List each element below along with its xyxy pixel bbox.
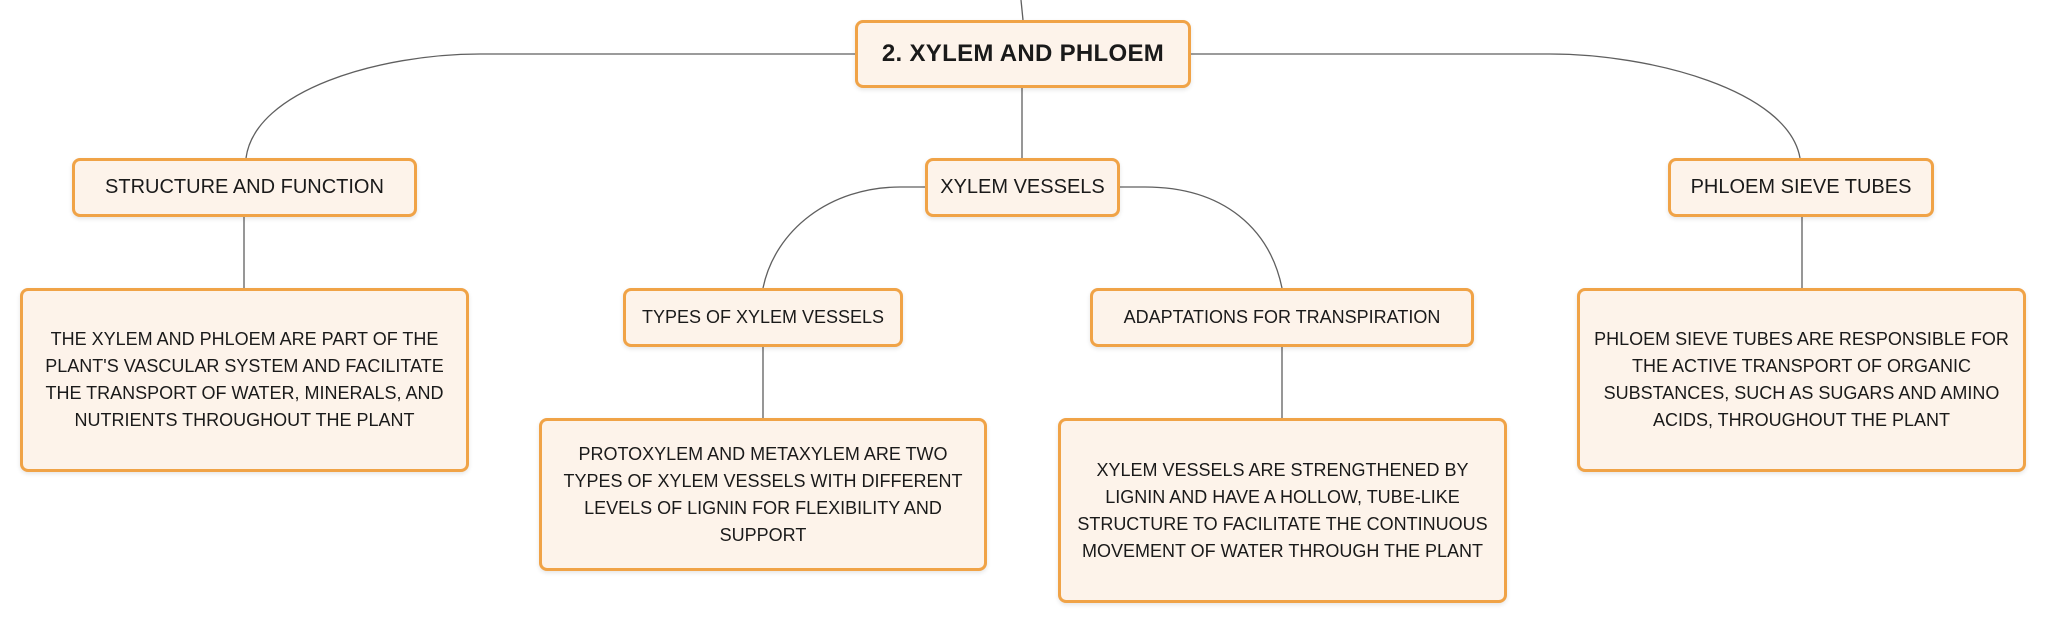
structure-function-label: STRUCTURE AND FUNCTION — [105, 176, 384, 198]
adaptations-node[interactable]: ADAPTATIONS FOR TRANSPIRATION — [1090, 288, 1474, 347]
connector-incoming-top — [1020, 0, 1024, 21]
connector-xylem-to-adaptations — [1120, 186, 1283, 289]
connector-root-to-phloem — [1191, 53, 1801, 159]
connector-xylem-to-types — [762, 186, 925, 289]
phloem-sieve-tubes-detail[interactable]: PHLOEM SIEVE TUBES ARE RESPONSIBLE FOR T… — [1577, 288, 2026, 472]
adaptations-detail[interactable]: XYLEM VESSELS ARE STRENGTHENED BY LIGNIN… — [1058, 418, 1507, 603]
phloem-sieve-tubes-detail-text: PHLOEM SIEVE TUBES ARE RESPONSIBLE FOR T… — [1594, 329, 2009, 430]
phloem-sieve-tubes-node[interactable]: PHLOEM SIEVE TUBES — [1668, 158, 1934, 217]
adaptations-detail-text: XYLEM VESSELS ARE STRENGTHENED BY LIGNIN… — [1077, 459, 1488, 561]
types-of-xylem-node[interactable]: TYPES OF XYLEM VESSELS — [623, 288, 903, 347]
types-of-xylem-detail-text: PROTOXYLEM AND METAXYLEM ARE TWO TYPES O… — [563, 443, 963, 545]
phloem-sieve-tubes-label: PHLOEM SIEVE TUBES — [1690, 176, 1912, 198]
types-of-xylem-label: TYPES OF XYLEM VESSELS — [641, 307, 885, 327]
structure-function-node[interactable]: STRUCTURE AND FUNCTION — [72, 158, 417, 217]
xylem-vessels-label: XYLEM VESSELS — [940, 176, 1105, 198]
root-node[interactable]: 2. XYLEM AND PHLOEM — [855, 20, 1191, 88]
xylem-vessels-node[interactable]: XYLEM VESSELS — [925, 158, 1120, 217]
structure-function-detail[interactable]: THE XYLEM AND PHLOEM ARE PART OF THE PLA… — [20, 288, 469, 472]
connector-root-to-structure — [245, 53, 855, 159]
structure-function-detail-text: THE XYLEM AND PHLOEM ARE PART OF THE PLA… — [45, 329, 444, 430]
adaptations-label: ADAPTATIONS FOR TRANSPIRATION — [1123, 307, 1441, 327]
root-node-label: 2. XYLEM AND PHLOEM — [881, 40, 1165, 67]
types-of-xylem-detail[interactable]: PROTOXYLEM AND METAXYLEM ARE TWO TYPES O… — [539, 418, 987, 571]
